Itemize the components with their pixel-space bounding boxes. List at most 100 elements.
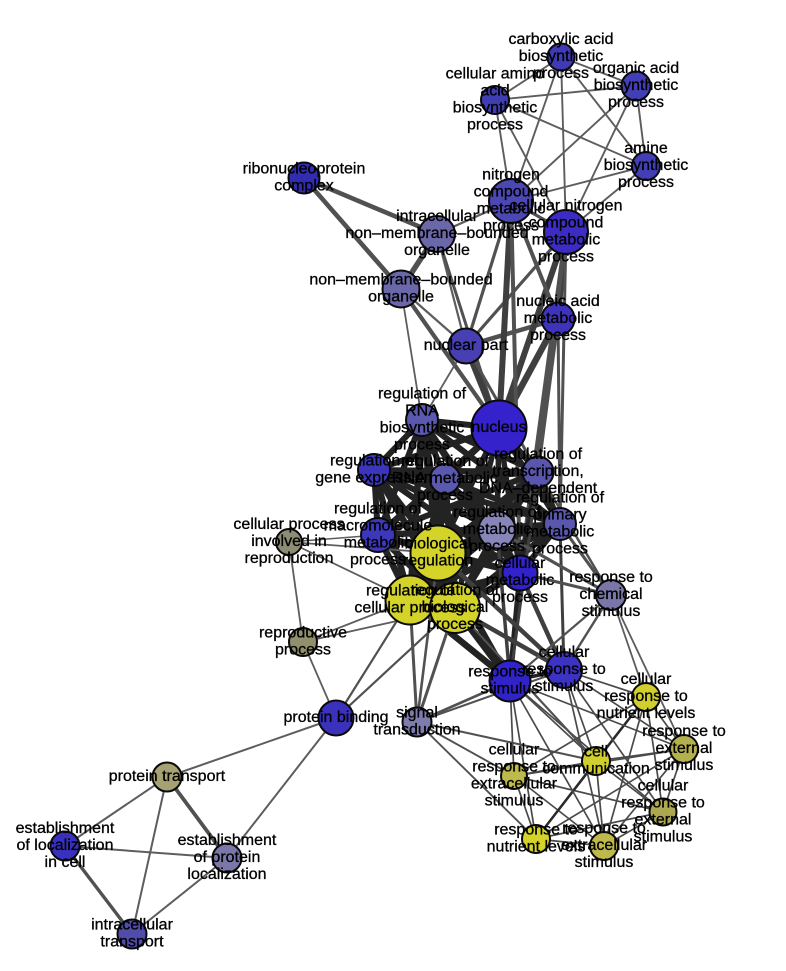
svg-text:metabolic: metabolic bbox=[477, 201, 545, 218]
svg-text:non–membrane–bounded: non–membrane–bounded bbox=[345, 225, 528, 242]
svg-text:response to: response to bbox=[468, 664, 552, 681]
svg-text:macromolecule: macromolecule bbox=[324, 518, 433, 535]
svg-text:cell: cell bbox=[584, 744, 608, 761]
svg-text:response to: response to bbox=[494, 822, 578, 839]
svg-text:process: process bbox=[492, 589, 548, 606]
svg-text:process: process bbox=[469, 538, 525, 555]
svg-text:regulation of: regulation of bbox=[411, 582, 500, 599]
svg-text:organelle: organelle bbox=[368, 289, 434, 306]
svg-text:stimulus: stimulus bbox=[535, 678, 594, 695]
svg-text:carboxylic acid: carboxylic acid bbox=[509, 31, 614, 48]
svg-text:process: process bbox=[350, 552, 406, 569]
svg-text:cellular amino: cellular amino bbox=[446, 66, 545, 83]
svg-text:regulation of: regulation of bbox=[334, 501, 423, 518]
svg-text:organelle: organelle bbox=[404, 242, 470, 259]
svg-text:external: external bbox=[656, 740, 713, 757]
svg-text:amine: amine bbox=[624, 140, 668, 157]
svg-text:DNA–dependent: DNA–dependent bbox=[479, 480, 598, 497]
svg-text:non–membrane–bounded: non–membrane–bounded bbox=[309, 272, 492, 289]
svg-text:nucleic acid: nucleic acid bbox=[516, 293, 600, 310]
svg-text:protein binding: protein binding bbox=[284, 709, 389, 726]
svg-text:process: process bbox=[483, 218, 539, 235]
svg-text:nucleus: nucleus bbox=[471, 419, 526, 436]
svg-text:cellular: cellular bbox=[638, 778, 689, 795]
svg-text:metabolic: metabolic bbox=[526, 524, 594, 541]
svg-text:cellular nitrogen: cellular nitrogen bbox=[510, 198, 623, 215]
svg-text:cellular: cellular bbox=[539, 644, 590, 661]
svg-text:extracellular: extracellular bbox=[561, 837, 648, 854]
svg-text:response to: response to bbox=[562, 820, 646, 837]
svg-text:process: process bbox=[275, 642, 331, 659]
svg-text:stimulus: stimulus bbox=[655, 757, 714, 774]
svg-text:cellular process: cellular process bbox=[233, 516, 344, 533]
svg-text:regulation of: regulation of bbox=[366, 583, 455, 600]
svg-text:process: process bbox=[532, 541, 588, 558]
svg-text:process: process bbox=[467, 117, 523, 134]
svg-text:stimulus: stimulus bbox=[481, 681, 540, 698]
svg-text:process: process bbox=[417, 487, 473, 504]
svg-text:response to: response to bbox=[569, 569, 653, 586]
svg-text:stimulus: stimulus bbox=[582, 603, 641, 620]
svg-text:establishment: establishment bbox=[178, 832, 277, 849]
svg-text:transcription,: transcription, bbox=[492, 463, 584, 480]
svg-text:regulation of: regulation of bbox=[401, 453, 490, 470]
svg-text:complex: complex bbox=[274, 178, 334, 195]
svg-text:establishment: establishment bbox=[16, 820, 115, 837]
svg-text:biological: biological bbox=[405, 536, 472, 553]
svg-text:reproduction: reproduction bbox=[245, 550, 334, 567]
svg-text:gene expression: gene expression bbox=[315, 470, 432, 487]
svg-text:nutrient levels: nutrient levels bbox=[487, 839, 586, 856]
svg-text:ribonucleoprotein: ribonucleoprotein bbox=[243, 161, 366, 178]
svg-text:organic acid: organic acid bbox=[593, 60, 679, 77]
svg-text:process: process bbox=[394, 437, 450, 454]
svg-text:intracellular: intracellular bbox=[396, 208, 478, 225]
svg-text:regulation of: regulation of bbox=[516, 490, 605, 507]
svg-text:biosynthetic: biosynthetic bbox=[519, 48, 604, 65]
svg-text:compound: compound bbox=[474, 184, 549, 201]
svg-text:process: process bbox=[533, 65, 589, 82]
svg-text:regulation of: regulation of bbox=[378, 386, 467, 403]
svg-text:biological: biological bbox=[422, 599, 489, 616]
svg-text:nutrient levels: nutrient levels bbox=[597, 705, 696, 722]
svg-text:metabolic: metabolic bbox=[486, 572, 554, 589]
svg-text:of protein: of protein bbox=[194, 849, 261, 866]
svg-text:transduction: transduction bbox=[373, 722, 460, 739]
svg-text:localization: localization bbox=[187, 866, 266, 883]
svg-text:stimulus: stimulus bbox=[575, 854, 634, 871]
svg-text:process: process bbox=[608, 94, 664, 111]
svg-text:process: process bbox=[530, 327, 586, 344]
svg-text:response to: response to bbox=[472, 759, 556, 776]
svg-text:response to: response to bbox=[604, 688, 688, 705]
svg-text:acid: acid bbox=[480, 83, 509, 100]
svg-text:compound: compound bbox=[529, 215, 604, 232]
svg-text:cellular: cellular bbox=[489, 742, 540, 759]
svg-text:response to: response to bbox=[642, 723, 726, 740]
svg-text:metabolic: metabolic bbox=[532, 232, 600, 249]
svg-text:primary: primary bbox=[533, 507, 586, 524]
svg-text:biosynthetic: biosynthetic bbox=[453, 100, 538, 117]
svg-text:stimulus: stimulus bbox=[485, 793, 544, 810]
svg-text:RNA metabolic: RNA metabolic bbox=[392, 470, 498, 487]
svg-text:biosynthetic: biosynthetic bbox=[604, 157, 689, 174]
svg-text:biosynthetic: biosynthetic bbox=[380, 420, 465, 437]
svg-text:RNA: RNA bbox=[405, 403, 439, 420]
svg-text:involved in: involved in bbox=[251, 533, 327, 550]
svg-text:regulation of: regulation of bbox=[494, 446, 583, 463]
svg-text:chemical: chemical bbox=[579, 586, 642, 603]
svg-text:process: process bbox=[538, 249, 594, 266]
svg-text:transport: transport bbox=[100, 934, 164, 951]
svg-text:nitrogen: nitrogen bbox=[482, 167, 540, 184]
svg-text:reproductive: reproductive bbox=[259, 625, 347, 642]
svg-text:intracellular: intracellular bbox=[91, 917, 173, 934]
svg-text:communication: communication bbox=[542, 761, 650, 778]
svg-text:biosynthetic: biosynthetic bbox=[594, 77, 679, 94]
svg-text:response to: response to bbox=[621, 795, 705, 812]
svg-text:extracellular: extracellular bbox=[471, 776, 558, 793]
svg-text:of localization: of localization bbox=[17, 837, 114, 854]
svg-text:metabolic: metabolic bbox=[524, 310, 592, 327]
svg-text:signal: signal bbox=[396, 705, 438, 722]
svg-text:regulation of: regulation of bbox=[453, 504, 542, 521]
svg-text:protein transport: protein transport bbox=[109, 768, 226, 785]
svg-text:metabolic: metabolic bbox=[344, 535, 412, 552]
svg-text:process: process bbox=[427, 616, 483, 633]
